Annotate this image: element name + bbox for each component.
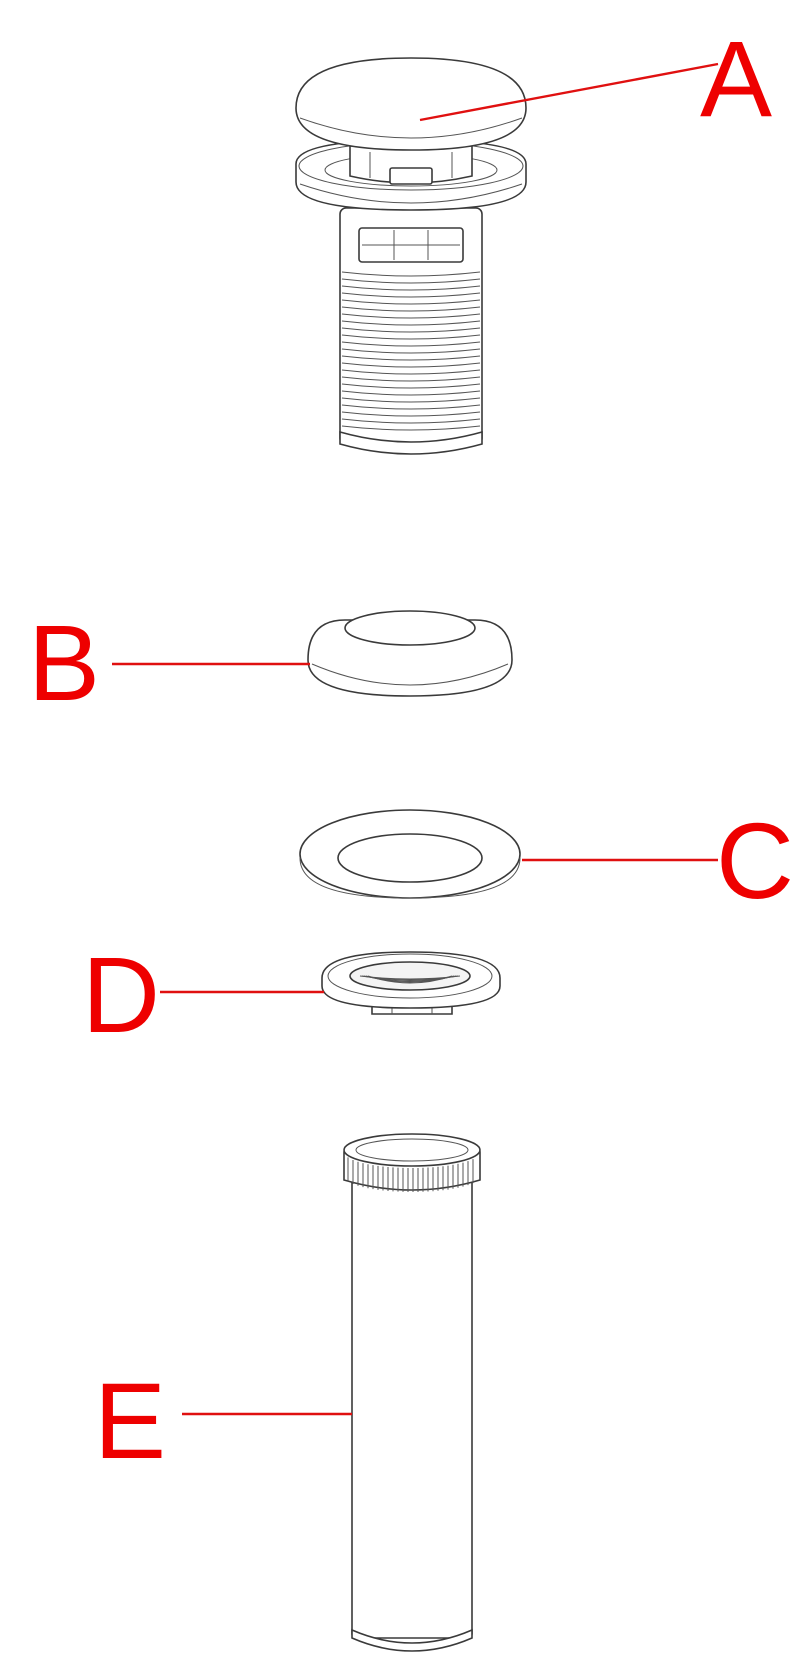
thread-line [341, 327, 481, 333]
part-e-extension-tube [343, 1133, 481, 1652]
thread-line [341, 383, 481, 389]
thread-line [341, 355, 481, 361]
thread-line [341, 369, 481, 375]
leader-a [419, 62, 719, 122]
threaded-body [339, 207, 483, 455]
thread-line [341, 334, 481, 340]
callout-c: C [716, 800, 794, 921]
callout-d: D [82, 934, 160, 1055]
thread-line [341, 376, 481, 382]
thread-line [341, 278, 481, 284]
thread-line [341, 299, 481, 305]
thread-line [341, 411, 481, 417]
thread-line [341, 397, 481, 403]
callout-b: B [28, 602, 100, 723]
thread-line [341, 404, 481, 410]
part-c-washer [299, 809, 521, 899]
thread-line [341, 271, 481, 277]
thread-line [341, 341, 481, 347]
thread-line [341, 313, 481, 319]
thread-line [341, 320, 481, 326]
thread-line [341, 390, 481, 396]
cap [295, 57, 527, 151]
part-b-cone-seal [307, 610, 513, 697]
thread-line [341, 418, 481, 424]
thread-line [341, 362, 481, 368]
callout-e: E [94, 1360, 166, 1481]
thread-line [341, 292, 481, 298]
thread-line [341, 306, 481, 312]
thread-line [341, 348, 481, 354]
nut-thread-line [367, 975, 453, 984]
part-d-back-nut [321, 951, 501, 1015]
thread-line [341, 285, 481, 291]
stem [349, 145, 473, 185]
part-a-popup-waste [295, 57, 527, 455]
callout-a: A [700, 18, 772, 139]
thread-line [341, 425, 481, 431]
